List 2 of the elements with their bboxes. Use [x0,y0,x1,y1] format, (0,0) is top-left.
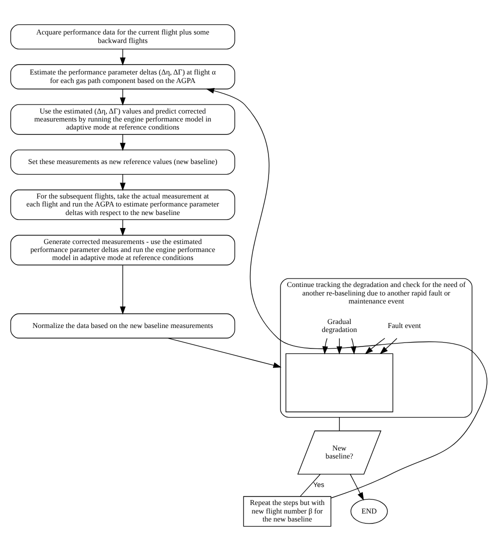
node-text: Gradual degradation [322,316,357,334]
node-text: Fault event [388,320,421,330]
